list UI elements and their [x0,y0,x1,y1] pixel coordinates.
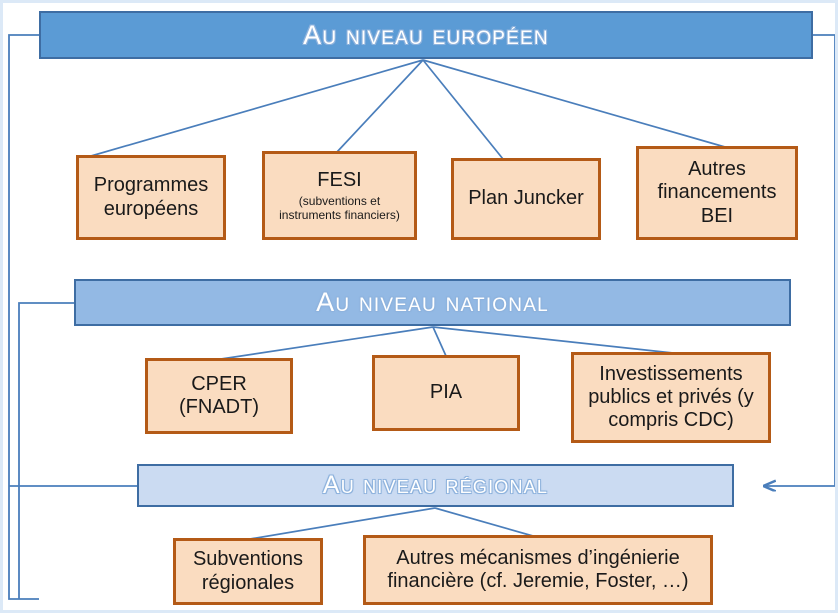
box-fesi-subtitle: (subventions et instruments financiers) [279,194,400,222]
connector-group-national [220,326,674,360]
level-bar-regional[interactable]: Au niveau régional [137,464,734,507]
box-investissements-publics-prives[interactable]: Investissements publics et privés (y com… [571,352,771,443]
level-bar-regional-label: Au niveau régional [322,471,549,499]
connector-european-programmes [90,59,424,157]
box-plan-juncker[interactable]: Plan Juncker [451,158,601,240]
box-investissements-publics-prives-title: Investissements publics et privés (y com… [588,362,754,432]
level-bar-european-label: Au niveau européen [303,19,549,50]
box-autres-mecanismes-ingenierie-title: Autres mécanismes d’ingénierie financièr… [387,546,689,592]
level-bar-national-label: Au niveau national [316,287,549,317]
box-cper-fnadt-title: CPER (FNADT) [179,372,259,418]
arrow-right-to-european [778,35,835,486]
box-programmes-europeens-title: Programmes européens [93,174,209,220]
box-programmes-europeens[interactable]: Programmes européens [76,155,226,240]
connector-national-cper [220,326,434,360]
level-bar-european[interactable]: Au niveau européen [39,11,813,59]
connector-national-pia [432,326,447,357]
connector-european-bei [422,59,726,148]
connector-regional-mecanismes [434,507,534,537]
box-fesi[interactable]: FESI (subventions et instruments financi… [262,151,417,240]
box-plan-juncker-title: Plan Juncker [468,187,584,210]
arrow-left-to-national [18,303,109,599]
box-autres-mecanismes-ingenierie[interactable]: Autres mécanismes d’ingénierie financièr… [363,535,713,605]
box-subventions-regionales-title: Subventions régionales [192,548,304,594]
connector-group-european [90,59,726,160]
connector-european-fesi [336,59,424,153]
level-bar-national[interactable]: Au niveau national [74,279,791,326]
connector-regional-subventions [249,507,436,540]
box-pia-title: PIA [429,381,463,404]
box-fesi-title: FESI [317,168,362,191]
box-autres-financements-bei-title: Autres financements BEI [657,158,777,227]
box-cper-fnadt[interactable]: CPER (FNADT) [145,358,293,434]
connector-national-investissements [432,326,674,354]
box-autres-financements-bei[interactable]: Autres financements BEI [636,146,798,240]
box-pia[interactable]: PIA [372,355,520,431]
connector-european-juncker [422,59,504,160]
connector-group-regional [249,507,534,540]
box-subventions-regionales[interactable]: Subventions régionales [173,538,323,605]
